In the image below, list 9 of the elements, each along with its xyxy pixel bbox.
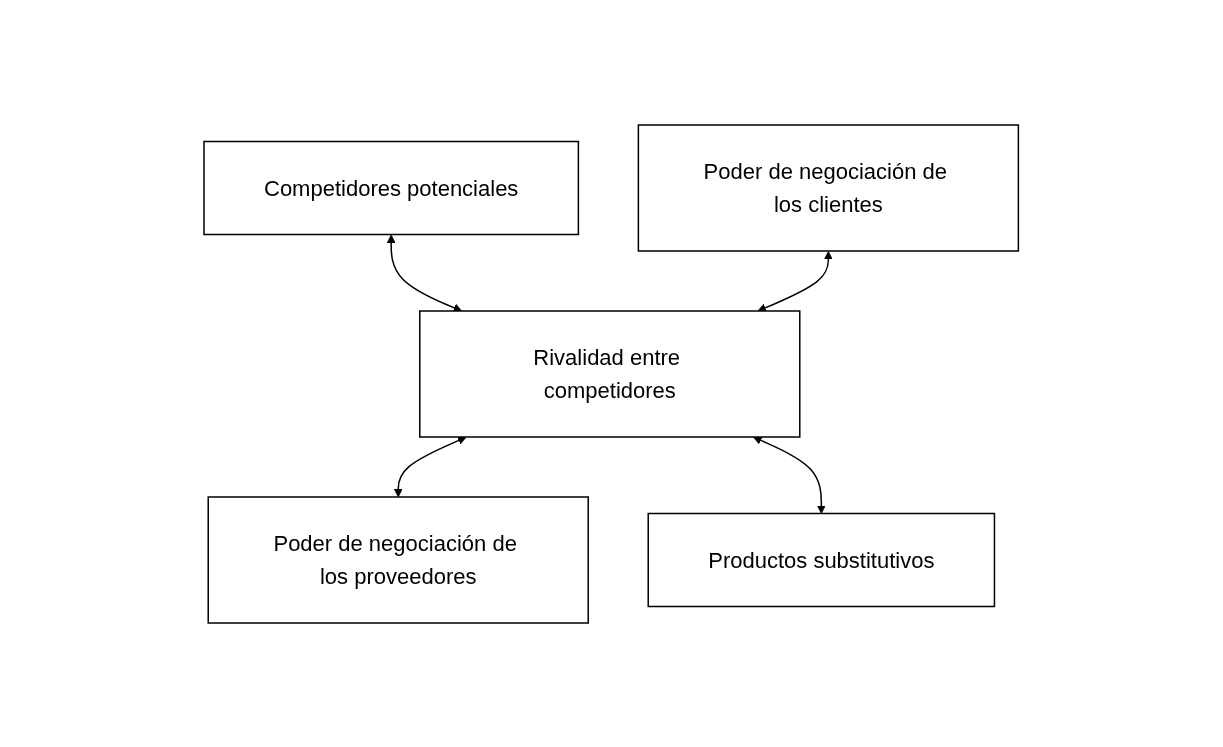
arrow — [387, 234, 463, 312]
node-box: Poder de negociación de los proveedores — [207, 495, 590, 624]
node-box: Rivalidad entre competidores — [419, 309, 801, 438]
arrow — [753, 435, 827, 514]
arrow — [757, 250, 834, 312]
arrow — [394, 435, 467, 497]
node-box: Competidores potenciales — [203, 140, 580, 235]
node-box: Poder de negociación de los clientes — [637, 123, 1020, 252]
node-box: Productos substitutivos — [647, 512, 996, 607]
